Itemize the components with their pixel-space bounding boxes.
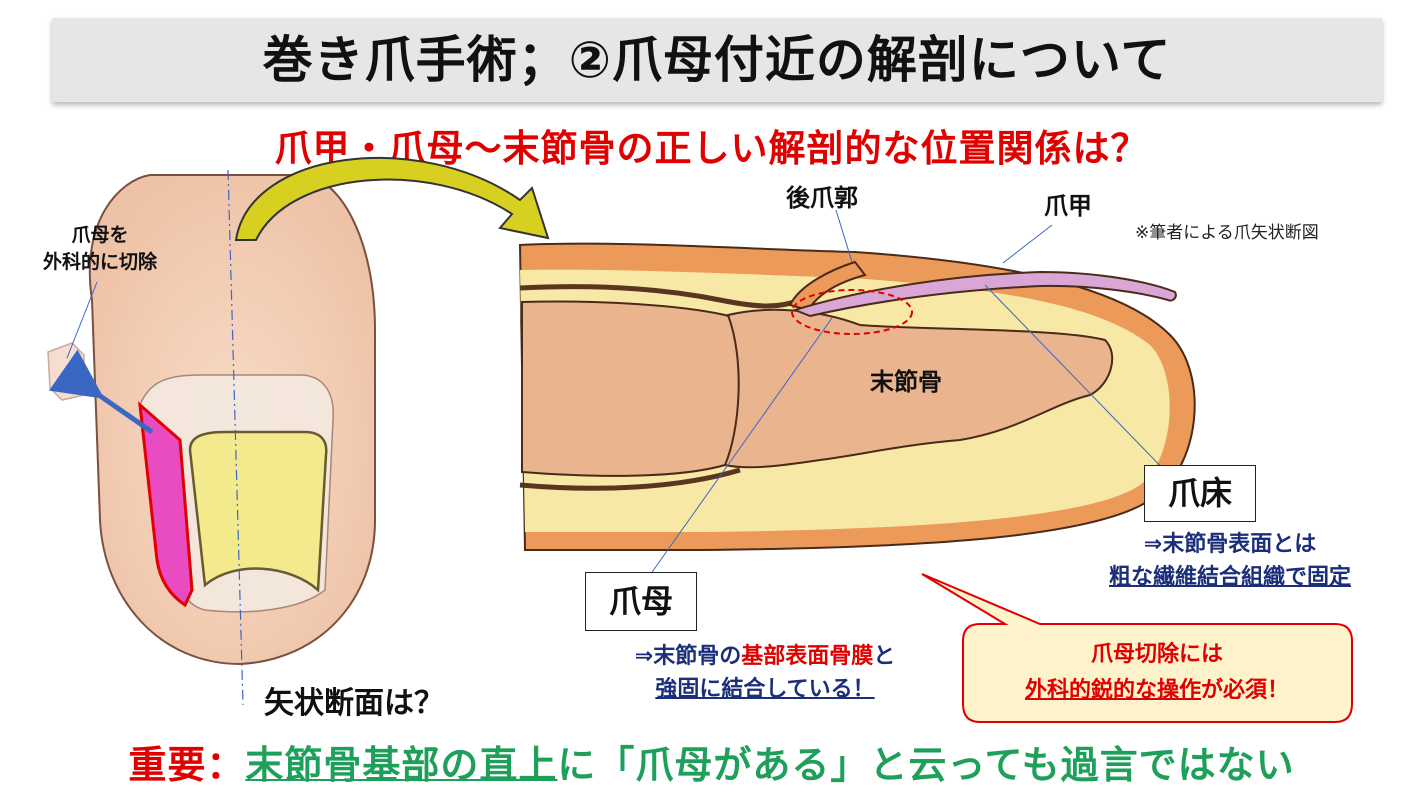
bottom-statement: 重要：末節骨基部の直上に「爪母がある」と云っても過言ではない [0,734,1423,789]
sagittal-plane-line [227,169,244,706]
nail-matrix-box: 爪母 [585,572,697,631]
posterior-nail-fold-label: 後爪郭 [786,184,858,212]
callout-bubble [921,573,1353,723]
excision-pointer-line [66,281,98,359]
nail-matrix-desc-pre: ⇒末節骨の [634,644,742,669]
nail-matrix-desc-line2: 強固に結合している！ [655,677,875,702]
middle-phalanx [521,300,748,477]
lower-dermis-line [519,467,741,491]
removed-tissue [47,342,85,401]
sagittal-question: 矢状断面は？ [264,686,444,721]
removal-arrow [48,349,154,435]
posterior-fold-pointer [835,209,853,263]
callout-line2-underlined: 外科的鋭的な操作 [1024,678,1201,703]
posterior-nail-fold [788,260,867,312]
nail-plate [791,270,1177,318]
nail-yellow [188,430,328,593]
matrix-excision-strip [138,401,194,608]
callout-line2-rest: が必須！ [1201,678,1290,703]
nail-bed-desc-line1: ⇒末節骨表面とは [1143,532,1317,557]
nail-matrix-pointer [649,317,833,576]
nail-bed-desc-line2: 粗な繊維結合組織で固定 [1108,565,1351,590]
title-bar [52,18,1382,102]
author-note: ※筆者による爪矢状断図 [1135,223,1319,243]
transition-arrow [234,156,550,241]
distal-phalanx-label: 末節骨 [870,368,942,396]
nail-bed-description: ⇒末節骨表面とは 粗な繊維結合組織で固定 [1060,528,1400,594]
nail-plate-label: 爪甲 [1044,192,1092,220]
nail-matrix-desc-highlight: 基部表面骨膜 [741,644,874,669]
bottom-important: 重要： [128,743,246,787]
bottom-highlight: 末節骨基部の直上 [245,743,558,787]
callout-text: 爪母切除には 外科的鋭的な操作が必須！ [968,637,1346,709]
nail-bed-pointer [984,284,1173,479]
nail-matrix-desc-post: と [873,644,896,669]
toe-front-view [47,169,376,706]
nail-matrix-description: ⇒末節骨の基部表面骨膜と 強固に結合している！ [590,640,940,706]
matrix-excision-label: 爪母を 外科的に切除 [30,222,170,276]
sagittal-section [518,209,1196,576]
matrix-excision-label-line2: 外科的に切除 [42,251,157,273]
bottom-rest: に「爪母がある」と云っても過言ではない [557,743,1295,787]
matrix-excision-label-line1: 爪母を [71,224,129,246]
callout-line1: 爪母切除には [1090,642,1223,667]
dermis-line [519,284,801,309]
nail-plate-pointer [1002,224,1053,264]
nail-bed-box: 爪床 [1144,465,1256,522]
page-title: 巻き爪手術；②爪母付近の解剖について [262,31,1172,89]
matrix-highlight [791,289,913,335]
